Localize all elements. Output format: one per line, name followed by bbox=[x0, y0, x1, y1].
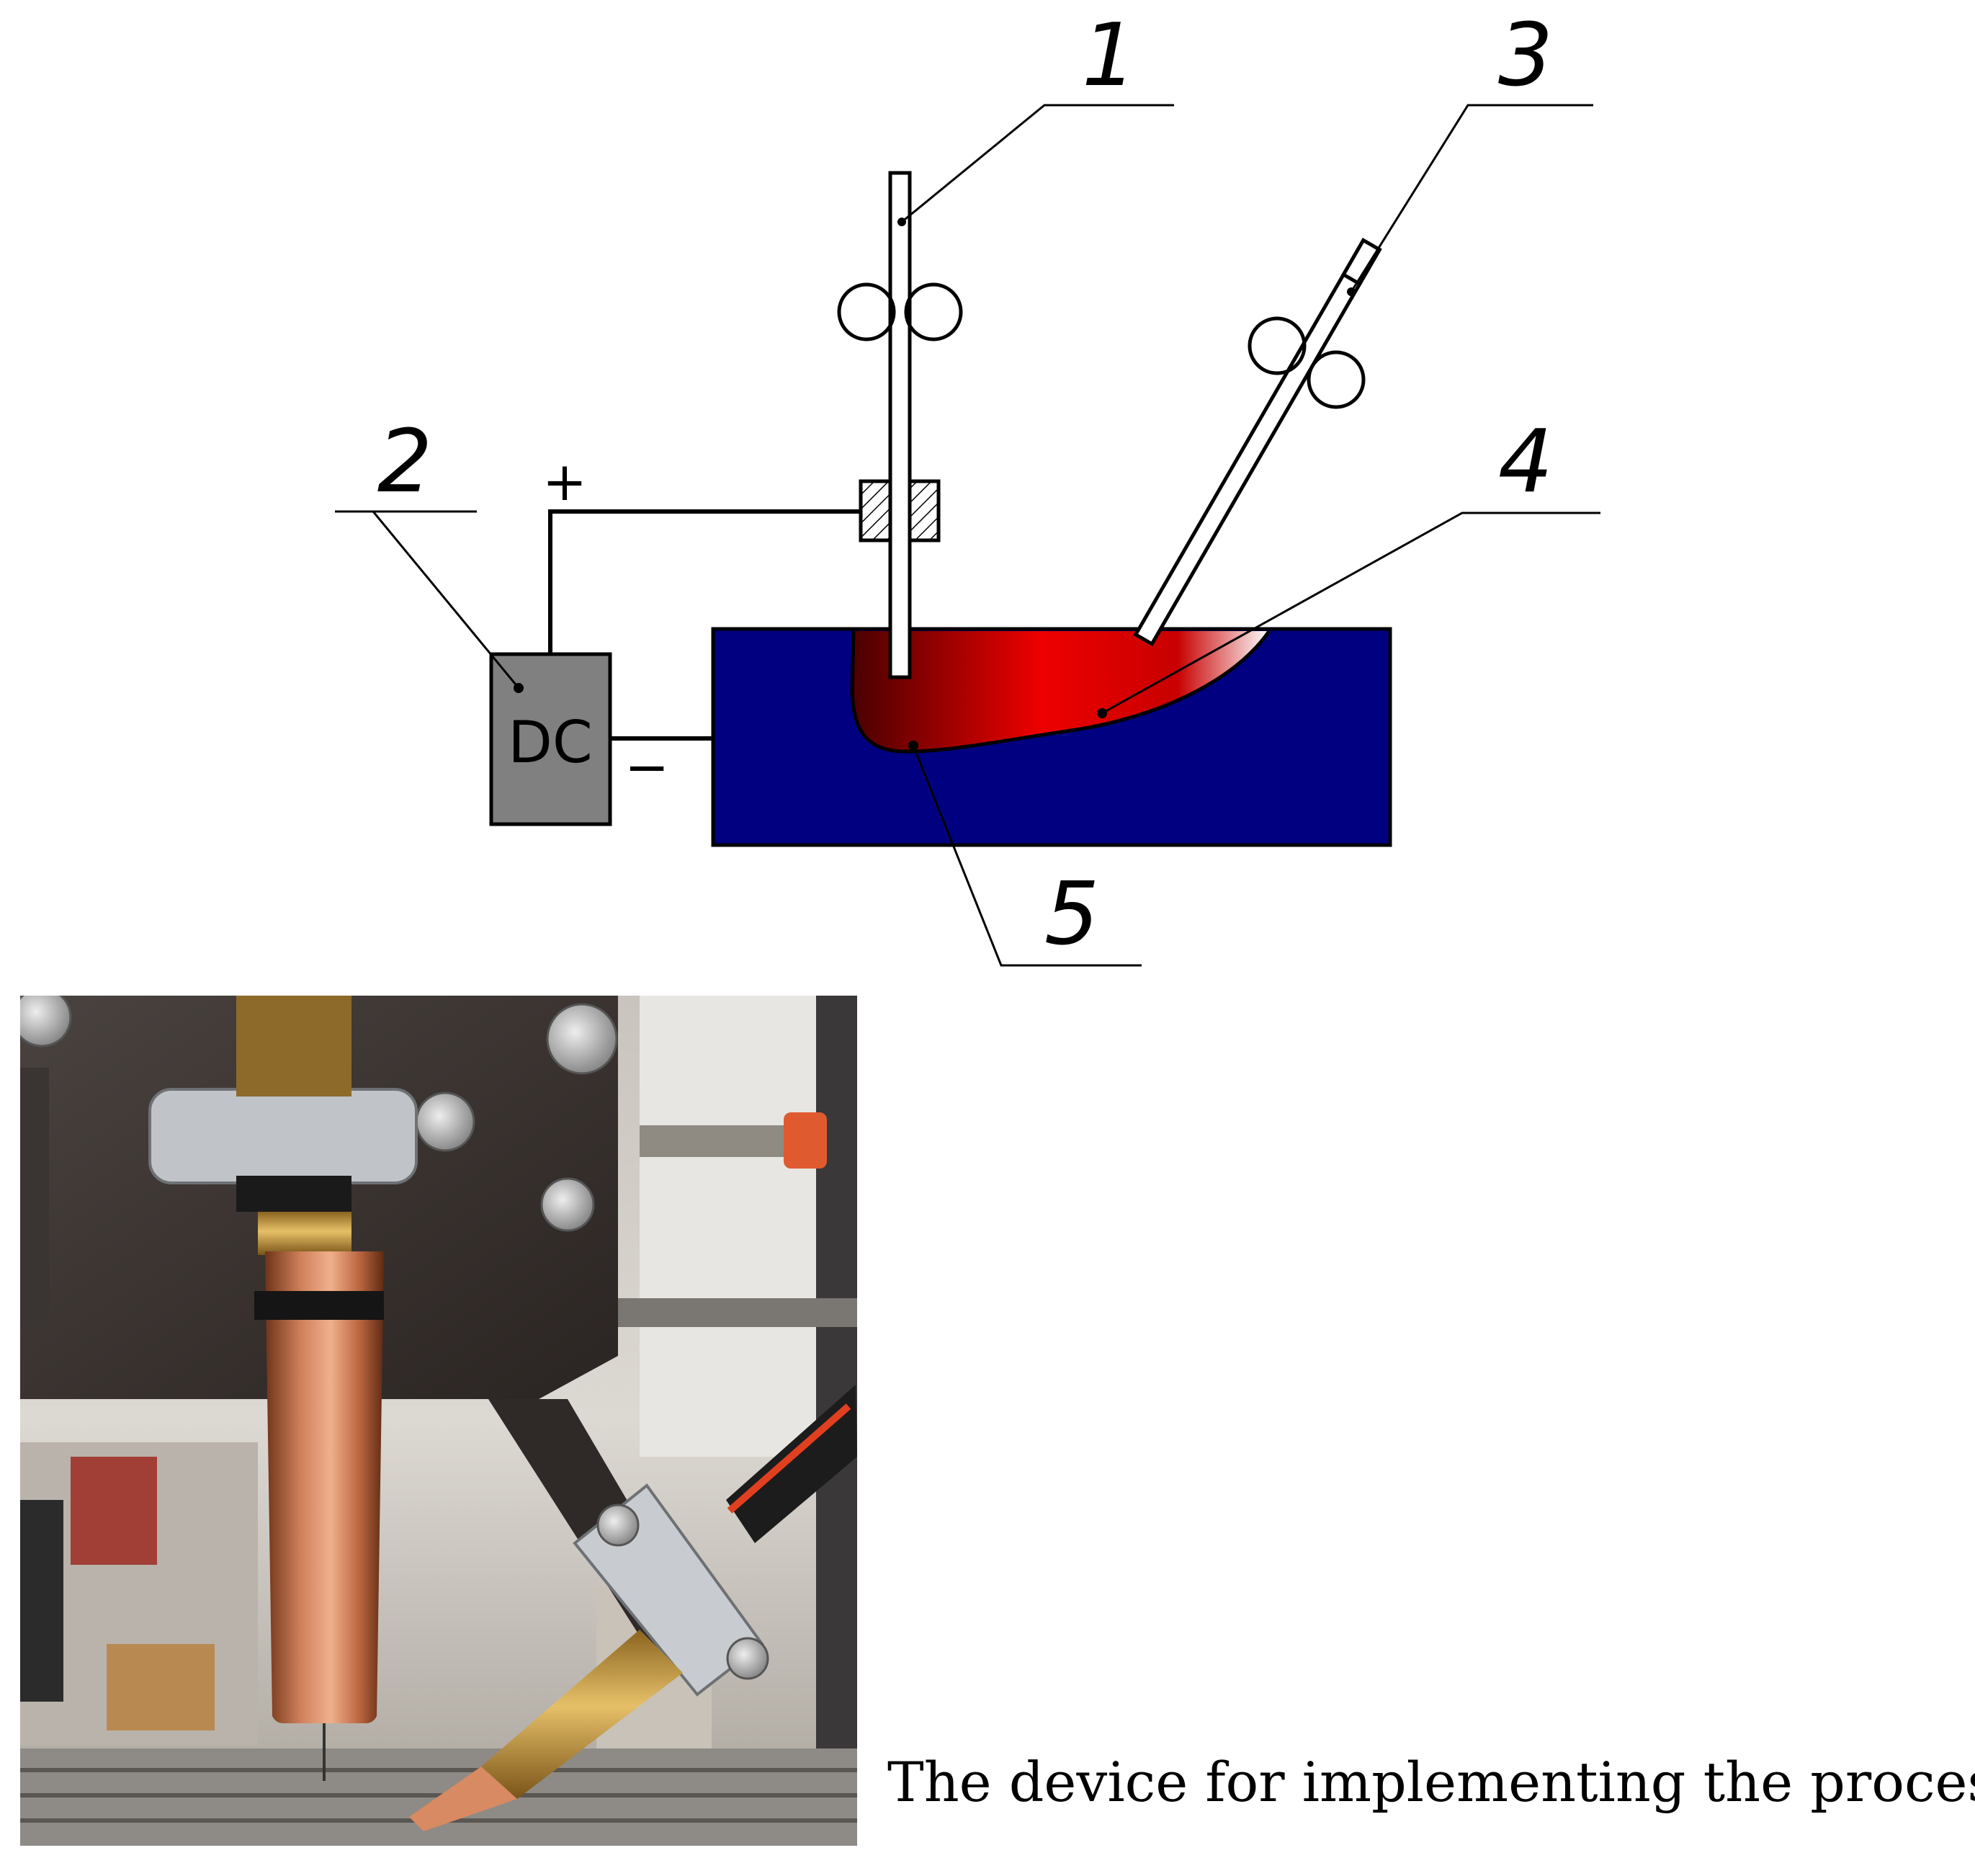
leader-dot-3 bbox=[1347, 287, 1356, 296]
filler-wire-tip bbox=[1340, 238, 1382, 287]
callout-2: 2 bbox=[377, 412, 432, 512]
leader-line-3 bbox=[1350, 104, 1593, 292]
callout-1: 1 bbox=[1082, 6, 1137, 106]
leader-dot-4 bbox=[1097, 708, 1107, 718]
leader-dot-2 bbox=[514, 683, 524, 693]
power-source-label: DC bbox=[508, 709, 592, 776]
leader-dot-5 bbox=[908, 741, 918, 751]
device-photo bbox=[20, 996, 857, 1846]
welding-schematic: DC + − 1 2 3 4 5 bbox=[335, 6, 1600, 967]
filler-feed-roller-left bbox=[1248, 316, 1307, 375]
filler-feed-roller-right bbox=[1307, 350, 1366, 409]
weld-pool bbox=[852, 631, 1269, 752]
callout-3: 3 bbox=[1498, 6, 1553, 106]
negative-sign: − bbox=[624, 736, 669, 798]
leader-dot-1 bbox=[897, 218, 906, 226]
positive-sign: + bbox=[542, 451, 587, 513]
callout-4: 4 bbox=[1498, 412, 1553, 512]
leader-line-2 bbox=[370, 510, 520, 689]
leader-line-5 bbox=[912, 745, 1142, 967]
fusion-boundary bbox=[850, 630, 1271, 754]
electrode-feed-roller-right bbox=[904, 282, 963, 341]
positive-wire bbox=[548, 509, 861, 654]
electrode-feed-roller-left bbox=[837, 282, 896, 341]
leader-line-4 bbox=[1101, 512, 1600, 715]
filler-wire bbox=[1133, 238, 1382, 647]
callout-5: 5 bbox=[1044, 865, 1099, 965]
leader-line-1 bbox=[901, 104, 1174, 223]
figure-caption: The device for implementing the process bbox=[887, 1750, 1975, 1814]
electrode-wire bbox=[888, 171, 912, 679]
